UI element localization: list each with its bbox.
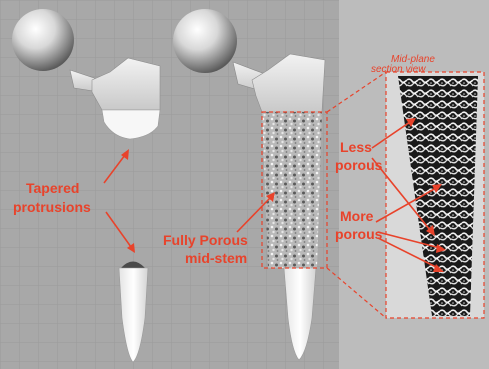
less-porous-label-2: porous <box>335 157 383 173</box>
less-porous-label-1: Less <box>340 139 372 155</box>
tapered-label-1: Tapered <box>26 180 79 196</box>
zoomed-section-view <box>386 72 484 318</box>
more-porous-label-2: porous <box>335 226 383 242</box>
fully-porous-label-2: mid-stem <box>185 250 247 266</box>
fully-porous-label-1: Fully Porous <box>163 232 248 248</box>
tapered-label-2: protrusions <box>13 199 91 215</box>
femoral-ball-icon-2 <box>173 9 237 73</box>
section-view-label-2: section view <box>371 64 426 75</box>
femoral-ball-icon <box>12 9 74 71</box>
more-porous-label-1: More <box>340 208 374 224</box>
porous-mid-stem <box>262 112 322 268</box>
